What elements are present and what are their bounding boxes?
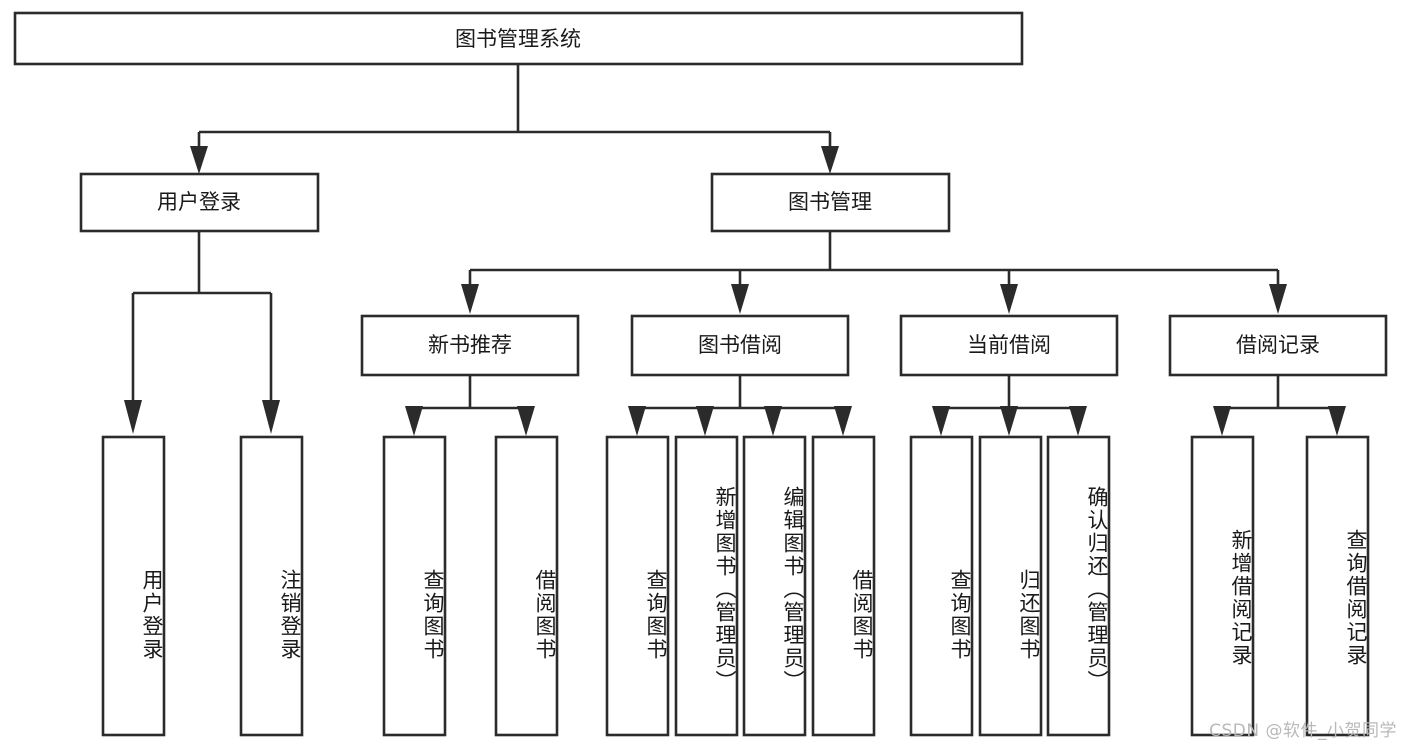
arrow-to-leaf-edit-book	[764, 406, 782, 436]
node-leaf-confirm-return-box[interactable]	[1046, 435, 1111, 737]
node-borrow-record-label: 借阅记录	[1236, 333, 1320, 357]
node-book-management-label: 图书管理	[788, 190, 872, 214]
connector-group-root	[190, 64, 839, 174]
node-new-book-recommend[interactable]: 新书推荐	[360, 314, 580, 377]
connector-group-new-book-recommend	[405, 375, 535, 436]
arrow-to-book-borrow	[731, 284, 749, 314]
node-leaf-borrow-book-2-box[interactable]	[811, 435, 876, 737]
node-leaf-logout-login-box[interactable]	[239, 435, 304, 737]
arrow-to-leaf-query-record	[1328, 406, 1346, 436]
arrow-to-leaf-query-book-1	[405, 406, 423, 436]
arrow-to-leaf-borrow-book-1	[517, 406, 535, 436]
node-borrow-record-box[interactable]	[1168, 314, 1388, 377]
arrow-to-book-management	[821, 146, 839, 174]
node-current-borrow-box[interactable]	[899, 314, 1119, 377]
node-leaf-return-book-box[interactable]	[978, 435, 1043, 737]
connector-group-current-borrow	[932, 375, 1087, 436]
node-leaf-query-book-2-box[interactable]	[605, 435, 670, 737]
node-new-book-recommend-label: 新书推荐	[428, 333, 512, 357]
node-leaf-borrow-book-1-box[interactable]	[494, 435, 559, 737]
connector-group-book-management	[461, 231, 1287, 314]
arrow-to-leaf-add-book	[696, 406, 714, 436]
node-book-borrow-label: 图书借阅	[698, 333, 782, 357]
connector-group-user-login	[124, 231, 280, 434]
node-current-borrow-label: 当前借阅	[967, 333, 1051, 357]
node-leaf-add-record-box[interactable]	[1190, 435, 1255, 737]
arrow-to-user-login	[190, 146, 208, 174]
arrow-to-leaf-borrow-book-2	[834, 406, 852, 436]
arrow-to-leaf-logout-login	[262, 400, 280, 434]
node-book-borrow[interactable]: 图书借阅	[630, 314, 850, 377]
connector-group-borrow-record	[1213, 375, 1346, 436]
node-leaf-query-book-3-box[interactable]	[909, 435, 974, 737]
node-new-book-recommend-box[interactable]	[360, 314, 580, 377]
arrow-to-leaf-user-login	[124, 400, 142, 434]
connector-group-book-borrow	[628, 375, 852, 436]
node-book-borrow-box[interactable]	[630, 314, 850, 377]
node-current-borrow[interactable]: 当前借阅	[899, 314, 1119, 377]
node-root[interactable]: 图书管理系统	[13, 11, 1024, 66]
node-leaf-add-book-box[interactable]	[674, 435, 739, 737]
node-root-label: 图书管理系统	[455, 27, 581, 51]
node-book-management-box[interactable]	[710, 172, 951, 233]
node-user-login[interactable]: 用户登录	[79, 172, 320, 233]
node-book-management[interactable]: 图书管理	[710, 172, 951, 233]
node-user-login-label: 用户登录	[157, 190, 241, 214]
arrow-to-leaf-return-book	[1000, 406, 1018, 436]
node-leaf-query-record-box[interactable]	[1305, 435, 1370, 737]
arrow-to-current-borrow	[1000, 284, 1018, 314]
node-leaf-edit-book-box[interactable]	[742, 435, 807, 737]
node-leaf-user-login-box[interactable]	[101, 435, 166, 737]
node-root-box[interactable]	[13, 11, 1024, 66]
arrow-to-leaf-confirm-return	[1069, 406, 1087, 436]
watermark-text: CSDN @软件_小贺同学	[1209, 721, 1397, 741]
node-borrow-record[interactable]: 借阅记录	[1168, 314, 1388, 377]
node-user-login-box[interactable]	[79, 172, 320, 233]
arrow-to-leaf-query-book-3	[932, 406, 950, 436]
arrow-to-leaf-add-record	[1213, 406, 1231, 436]
arrow-to-leaf-query-book-2	[628, 406, 646, 436]
arrow-to-new-book-recommend	[461, 284, 479, 314]
arrow-to-borrow-record	[1269, 284, 1287, 314]
node-leaf-query-book-1-box[interactable]	[382, 435, 447, 737]
